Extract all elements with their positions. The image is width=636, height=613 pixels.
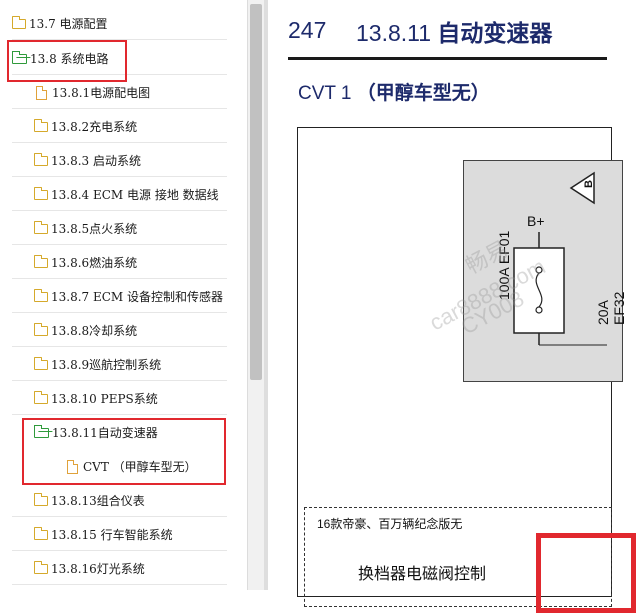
tree-item-label: 13.8.10 PEPS系统 — [51, 392, 158, 406]
tree-item-13-8-5[interactable]: 13.8.5点火系统 — [12, 212, 247, 245]
tree-item-label: 13.8.2充电系统 — [51, 120, 138, 134]
tree-item-13-7[interactable]: 13.7 电源配置 — [12, 7, 247, 40]
folder-icon — [34, 288, 48, 302]
folder-icon — [34, 322, 48, 336]
highlight-box-13-8-11 — [22, 418, 226, 485]
highlight-box-13-8 — [7, 40, 127, 82]
fuse-ef32-label: 20A EF32 — [595, 291, 627, 325]
tree-item-label: 13.8.5点火系统 — [51, 222, 138, 236]
tree-item-13-8-1[interactable]: 13.8.1电源配电图 — [12, 76, 247, 109]
tree-item-label: 13.8.11自动变速器 — [52, 426, 158, 440]
tree-item-13-8-2[interactable]: 13.8.2充电系统 — [12, 110, 247, 143]
wiring-diagram — [513, 171, 607, 346]
section-number: 13.8.11 — [356, 20, 432, 46]
document-view: 247 13.8.11 自动变速器 CVT 1 （甲醇车型无） B+ 100A … — [264, 0, 636, 613]
tree-item-13-8-15[interactable]: 13.8.15 行车智能系统 — [12, 518, 247, 551]
page-number: 247 — [288, 17, 327, 43]
tree-item-13-8-3[interactable]: 13.8.3 启动系统 — [12, 144, 247, 177]
page-edge — [264, 0, 268, 590]
tree-item-label: 13.8.8冷却系统 — [51, 324, 138, 338]
highlight-rect — [536, 533, 636, 613]
tree-item-label: 13.8 系统电路 — [30, 52, 109, 66]
tree-item-13-8-6[interactable]: 13.8.6燃油系统 — [12, 246, 247, 279]
file-icon — [36, 85, 47, 100]
file-icon — [67, 459, 78, 474]
tree-item-label: 13.8.3 启动系统 — [51, 154, 141, 168]
tree-item-label: 13.8.13组合仪表 — [51, 494, 145, 508]
tree-item-13-8-13[interactable]: 13.8.13组合仪表 — [12, 484, 247, 517]
folder-icon — [34, 152, 48, 166]
subtitle-prefix: CVT 1 — [298, 83, 352, 104]
b-plus-label: B+ — [527, 213, 545, 229]
header-rule — [288, 57, 607, 60]
diagram-subtitle: CVT 1 （甲醇车型无） — [298, 78, 490, 105]
tree-item-label: 13.8.1电源配电图 — [52, 86, 151, 100]
tree-item-label: 13.8.9巡航控制系统 — [51, 358, 162, 372]
tree-item-13-8[interactable]: 13.8 系统电路 — [12, 42, 247, 75]
section-heading: 13.8.11 自动变速器 — [356, 14, 552, 48]
folder-icon — [34, 220, 48, 234]
triangle-label: B — [582, 180, 595, 188]
folder-icon — [34, 186, 48, 200]
tree-scrollbar[interactable] — [247, 0, 264, 590]
tree-item-label: CVT （甲醇车型无） — [83, 460, 197, 474]
tree-item-label: 13.8.15 行车智能系统 — [51, 528, 173, 542]
optional-section-frame — [304, 507, 612, 607]
tree-item-13-8-7[interactable]: 13.8.7 ECM 设备控制和传感器 — [12, 280, 247, 313]
folder-icon — [34, 526, 48, 540]
folder-icon — [34, 390, 48, 404]
tree-item-13-8-9[interactable]: 13.8.9巡航控制系统 — [12, 348, 247, 381]
folder-open-icon — [34, 424, 49, 438]
folder-icon — [34, 356, 48, 370]
folder-open-icon — [12, 50, 27, 64]
folder-icon — [34, 492, 48, 506]
connector-triangle — [569, 171, 595, 205]
tree-item-13-8-8[interactable]: 13.8.8冷却系统 — [12, 314, 247, 347]
tree-item-label: 13.8.4 ECM 电源 接地 数据线 — [51, 188, 219, 202]
folder-icon — [34, 118, 48, 132]
scrollbar-thumb[interactable] — [250, 4, 262, 380]
tree-item-label: 13.8.7 ECM 设备控制和传感器 — [51, 290, 224, 304]
tree-item-label: 13.7 电源配置 — [29, 17, 108, 31]
tree-item-13-8-11[interactable]: 13.8.11自动变速器 — [34, 416, 247, 449]
variant-note: 16款帝豪、百万辆纪念版无 — [317, 517, 463, 531]
folder-icon — [34, 254, 48, 268]
chapter-tree: 13.7 电源配置 13.8 系统电路 13.8.1电源配电图 13.8.2充电… — [0, 0, 247, 590]
tree-item-13-8-10[interactable]: 13.8.10 PEPS系统 — [12, 382, 247, 415]
folder-icon — [12, 15, 26, 29]
section-title: 自动变速器 — [437, 20, 553, 46]
tree-item-label: 13.8.16灯光系统 — [51, 562, 145, 576]
tree-item-label: 13.8.6燃油系统 — [51, 256, 138, 270]
tree-item-13-8-16[interactable]: 13.8.16灯光系统 — [12, 552, 247, 585]
subtitle-bold: （甲醇车型无） — [356, 83, 490, 104]
shifter-solenoid-label: 换档器电磁阀控制 — [358, 566, 487, 583]
tree-item-13-8-4[interactable]: 13.8.4 ECM 电源 接地 数据线 — [12, 178, 247, 211]
folder-icon — [34, 560, 48, 574]
tree-item-cvt[interactable]: CVT （甲醇车型无） — [67, 450, 247, 483]
